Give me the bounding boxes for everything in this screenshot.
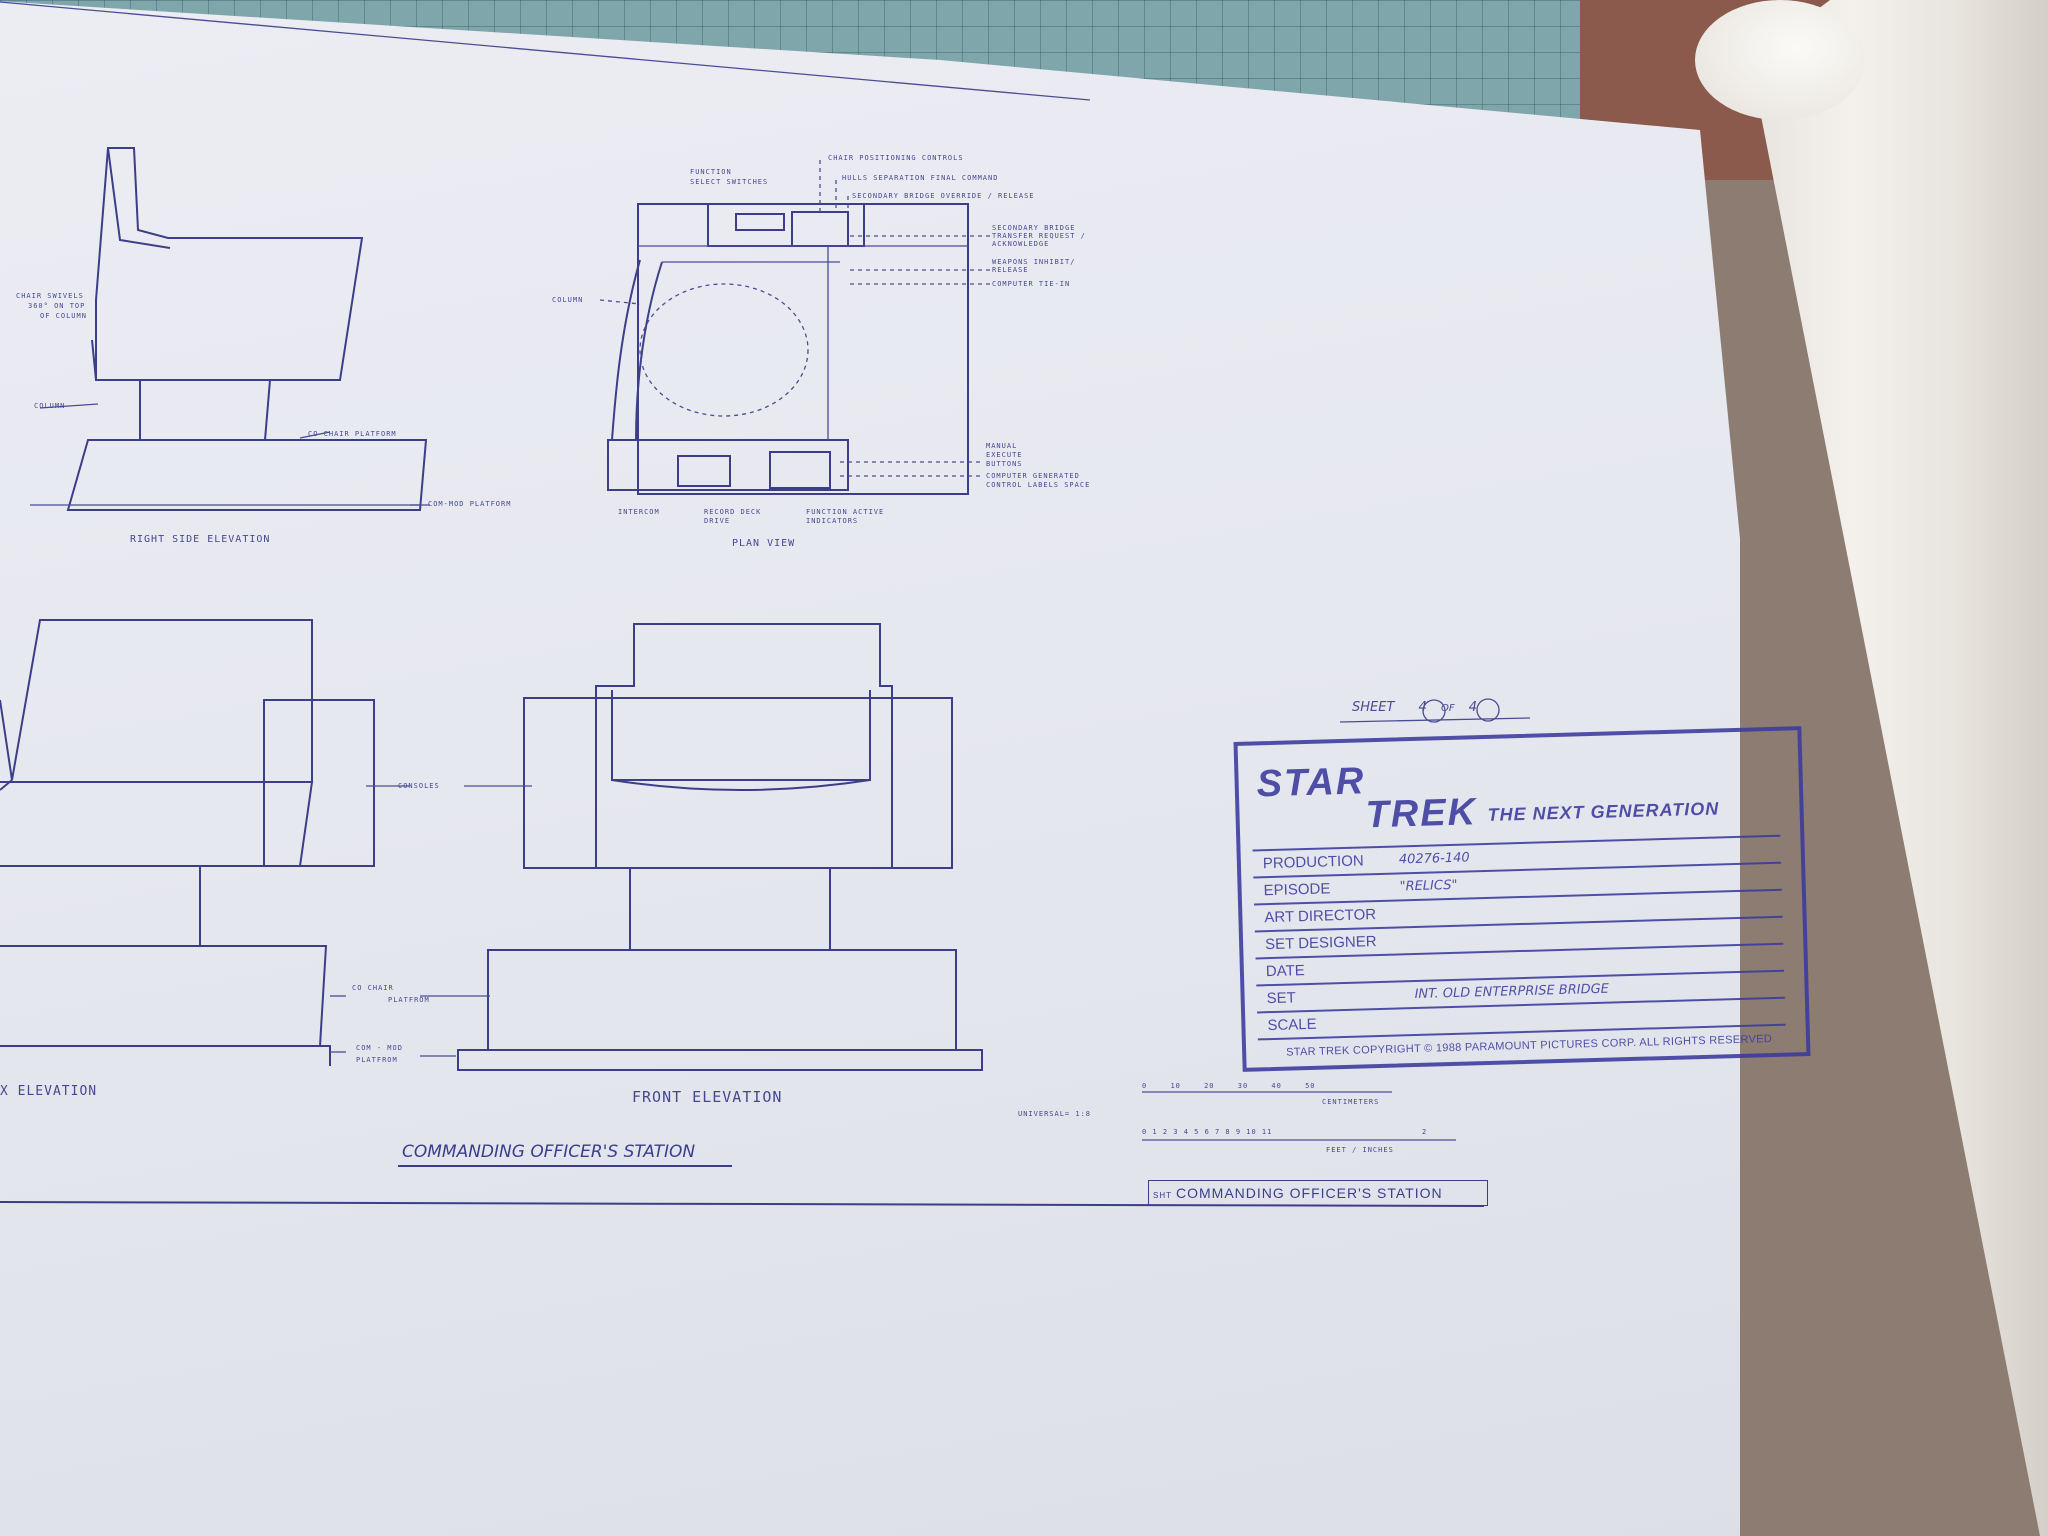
co-chair-platfrom-label: PLATFROM (388, 996, 430, 1004)
computer-generated-label-2: CONTROL LABELS SPACE (986, 481, 1091, 489)
function-active-label-1: FUNCTION ACTIVE (806, 508, 885, 516)
manual-label-1: MANUAL (986, 442, 1018, 450)
manual-label-2: EXECUTE (986, 451, 1023, 459)
chair-swivels-label-1: CHAIR SWIVELS (16, 292, 84, 300)
right-side-elevation-title: RIGHT SIDE ELEVATION (130, 534, 271, 545)
function-active-label-2: INDICATORS (806, 517, 859, 525)
co-chair-label: CO CHAIR (352, 984, 394, 992)
cm-scale-label: CENTIMETERS (1322, 1098, 1380, 1106)
chair-swivels-label-2: 360° ON TOP (28, 302, 86, 310)
com-mod-platform-label: COM-MOD PLATFORM (428, 500, 512, 508)
computer-tie-in-label: COMPUTER TIE-IN (992, 280, 1071, 288)
computer-generated-label-1: COMPUTER GENERATED (986, 472, 1080, 480)
universal-scale-label: UNIVERSAL= 1:8 (1018, 1110, 1092, 1118)
title-block-stamp: STAR TREK THE NEXT GENERATION PRODUCTION… (1233, 726, 1811, 1072)
secondary-transfer-label-2: TRANSFER REQUEST / (992, 232, 1086, 240)
weapons-label-2: RELEASE (992, 266, 1029, 274)
front-elevation-title: FRONT ELEVATION (632, 1088, 783, 1106)
sheet-number-circle (1422, 699, 1446, 723)
plan-view (599, 160, 990, 495)
function-select-label-1: FUNCTION (690, 168, 732, 176)
ft-scale-ticks: 0 1 2 3 4 5 6 7 8 9 10 11 (1142, 1128, 1273, 1136)
consoles-label: CONSOLES (398, 782, 440, 790)
side-column-label: COLUMN (34, 402, 66, 410)
plan-view-title: PLAN VIEW (732, 538, 796, 549)
manual-label-3: BUTTONS (986, 460, 1023, 468)
com-mod-label: COM - MOD (356, 1044, 403, 1052)
sheet-number: SHEET 4 OF 4 (1352, 700, 1478, 715)
cm-scale-ticks: 0 10 20 30 40 50 (1142, 1082, 1316, 1090)
co-chair-platform-label: CO CHAIR PLATFORM (308, 430, 397, 438)
secondary-override-label: SECONDARY BRIDGE OVERRIDE / RELEASE (852, 192, 1035, 200)
sheet-border-line (0, 1, 1091, 101)
chair-positioning-label: CHAIR POSITIONING CONTROLS (828, 154, 964, 162)
drawing-title: COMMANDING OFFICER'S STATION (402, 1142, 696, 1162)
front-elevation (330, 623, 983, 1071)
stamp-subtitle: THE NEXT GENERATION (1487, 798, 1720, 825)
weapons-label-1: WEAPONS INHIBIT/ (992, 258, 1076, 266)
secondary-transfer-label-3: ACKNOWLEDGE (992, 240, 1050, 248)
sheet-underline (1339, 717, 1531, 723)
secondary-transfer-label-1: SECONDARY BRIDGE (992, 224, 1076, 232)
intercom-label: INTERCOM (618, 508, 660, 516)
hulls-separation-label: HULLS SEPARATION FINAL COMMAND (842, 174, 999, 182)
back-elevation-title: X ELEVATION (0, 1084, 98, 1099)
back-elevation (0, 619, 410, 1066)
com-mod-platfrom-label: PLATFROM (356, 1056, 398, 1064)
ft-scale-end: 2 (1422, 1128, 1428, 1136)
record-deck-label-2: DRIVE (704, 517, 731, 525)
function-select-label-2: SELECT SWITCHES (690, 178, 769, 186)
rolled-paper-end (1695, 0, 1865, 120)
plan-column-label: COLUMN (552, 296, 584, 304)
sheet-total-circle (1476, 698, 1500, 722)
ft-scale-label: FEET / INCHES (1326, 1146, 1394, 1154)
star-trek-logo: STAR TREK (1256, 760, 1478, 837)
right-side-elevation (30, 147, 430, 511)
record-deck-label-1: RECORD DECK (704, 508, 762, 516)
chair-swivels-label-3: OF COLUMN (40, 312, 87, 320)
